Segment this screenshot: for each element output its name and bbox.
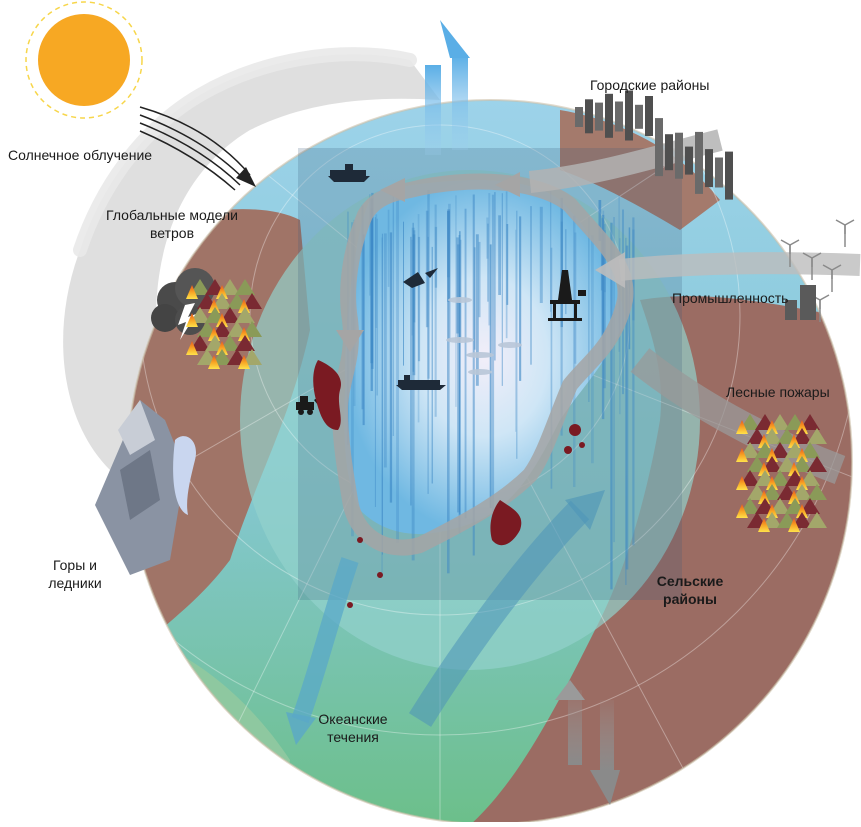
sun-icon xyxy=(26,2,142,118)
label-urban: Городские районы xyxy=(590,76,709,94)
label-mountains: Горы и ледники xyxy=(40,556,110,592)
label-solar: Солнечное облучение xyxy=(8,146,152,164)
label-ocean: Океанские течения xyxy=(308,710,398,746)
industry-inflow-arrow xyxy=(620,263,860,270)
label-fires: Лесные пожары xyxy=(726,383,830,401)
label-industry: Промышленность xyxy=(672,289,788,307)
label-rural: Сельские районы xyxy=(645,572,735,608)
label-winds: Глобальные модели ветров xyxy=(92,206,252,242)
